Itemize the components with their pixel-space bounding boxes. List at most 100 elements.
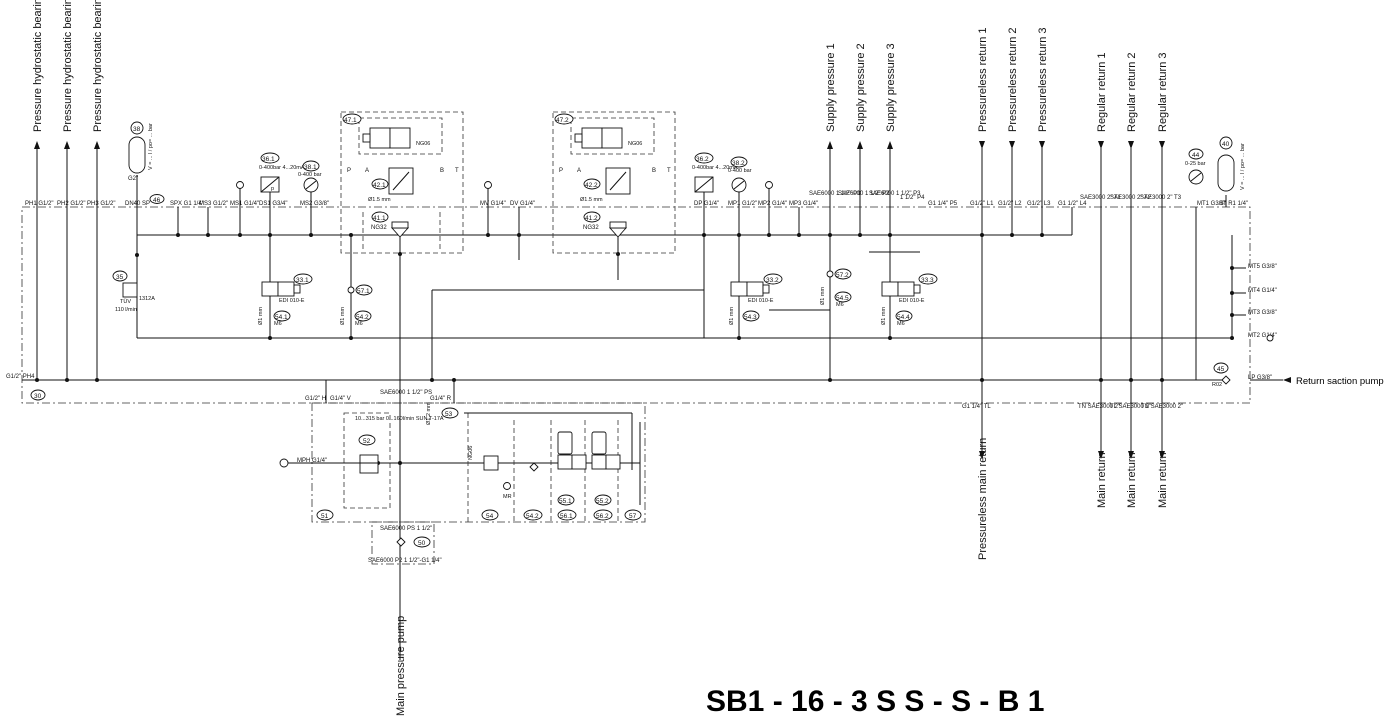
svg-text:54.2: 54.2 bbox=[356, 314, 369, 321]
svg-text:MT5 G3/8": MT5 G3/8" bbox=[1248, 264, 1277, 270]
accumulator-38: 38 V = ... l / po= ... bar G2" bbox=[128, 121, 154, 182]
svg-text:0-25 bar: 0-25 bar bbox=[1185, 161, 1206, 167]
svg-text:TN SAE3000 2": TN SAE3000 2" bbox=[1141, 404, 1183, 410]
relief-valve-35: 35 TÜV 110 l/min 1312A bbox=[112, 270, 155, 313]
svg-text:P: P bbox=[559, 168, 563, 174]
svg-text:MP3 G1/4": MP3 G1/4" bbox=[789, 201, 818, 207]
drawing-code: SB1 - 16 - 3 S S - S - B 1 bbox=[706, 685, 1044, 717]
svg-text:41.2: 41.2 bbox=[585, 215, 598, 222]
svg-text:B: B bbox=[440, 168, 444, 174]
svg-text:TÜV: TÜV bbox=[120, 298, 131, 305]
pressure-gauge-38-2: 38.2 0-400 bar bbox=[728, 156, 752, 193]
svg-text:54: 54 bbox=[486, 513, 494, 520]
svg-text:DV G1/4": DV G1/4" bbox=[510, 201, 535, 207]
svg-text:53: 53 bbox=[445, 411, 453, 418]
label-pressureless-main-return: Pressureless main return bbox=[977, 438, 989, 560]
orifice-54-3: 54.3 Ø1 mm bbox=[729, 307, 760, 325]
pressure-gauge-38-1: 38.1 0-400 bar bbox=[298, 160, 322, 193]
svg-text:G1/2" L2: G1/2" L2 bbox=[998, 201, 1022, 207]
bottom-return-lines: G1 1/4" TL TN SAE3000 2" TL SAE3000 2" T… bbox=[962, 403, 1183, 560]
svg-text:TL SAE3000 2": TL SAE3000 2" bbox=[1110, 404, 1151, 410]
svg-text:44: 44 bbox=[1192, 152, 1200, 159]
junction-dots bbox=[35, 233, 1234, 465]
svg-text:M6: M6 bbox=[274, 321, 282, 327]
svg-text:51: 51 bbox=[321, 513, 329, 520]
svg-text:56.1: 56.1 bbox=[560, 513, 573, 520]
port-ph4: G1/2" PH4 bbox=[6, 374, 35, 380]
svg-text:57: 57 bbox=[629, 513, 637, 520]
svg-text:38.2: 38.2 bbox=[732, 160, 745, 167]
svg-text:33.1: 33.1 bbox=[296, 277, 309, 284]
svg-text:SAE3000 2" T2: SAE3000 2" T2 bbox=[1110, 195, 1152, 201]
svg-text:DP G1/4": DP G1/4" bbox=[694, 201, 719, 207]
svg-text:NG06: NG06 bbox=[416, 141, 430, 147]
svg-text:EDI 010-E: EDI 010-E bbox=[899, 298, 925, 304]
svg-text:41.1: 41.1 bbox=[373, 215, 386, 222]
svg-text:LP G3/8": LP G3/8" bbox=[1248, 375, 1272, 381]
svg-text:SAE6000 1 1/2" PS: SAE6000 1 1/2" PS bbox=[380, 390, 432, 396]
check-valve-57-1: 57.1 bbox=[347, 284, 373, 296]
svg-text:36.2: 36.2 bbox=[696, 156, 709, 163]
svg-text:G1/4" R: G1/4" R bbox=[430, 396, 452, 402]
svg-text:EDI 010-E: EDI 010-E bbox=[279, 298, 305, 304]
svg-text:110 l/min: 110 l/min bbox=[115, 307, 137, 313]
svg-text:42.1: 42.1 bbox=[373, 182, 386, 189]
svg-text:V = ... l / po= ... bar: V = ... l / po= ... bar bbox=[148, 123, 154, 170]
svg-text:47.1: 47.1 bbox=[344, 117, 357, 124]
svg-text:Ø1.2 mm: Ø1.2 mm bbox=[426, 402, 432, 425]
svg-text:DS1 G3/4": DS1 G3/4" bbox=[259, 201, 287, 207]
svg-text:M6: M6 bbox=[836, 302, 844, 308]
svg-text:0-400bar 4...20mA: 0-400bar 4...20mA bbox=[259, 165, 305, 171]
svg-text:38: 38 bbox=[133, 126, 141, 133]
return-suction-pump: 45 R02 LP G3/8" Return saction pump bbox=[1212, 362, 1384, 388]
label-pressureless-return-2: Pressureless return 2 bbox=[1007, 27, 1019, 132]
top-connection-lines bbox=[34, 141, 1165, 410]
svg-text:MS1 G1/4": MS1 G1/4" bbox=[230, 201, 259, 207]
svg-text:Ø1 mm: Ø1 mm bbox=[820, 287, 826, 305]
svg-text:T: T bbox=[667, 168, 671, 174]
label-main-return-2: Main return bbox=[1126, 452, 1138, 508]
solenoid-valve-33-3: 33.3 EDI 010-E bbox=[881, 273, 938, 304]
label-main-pressure-pump: Main pressure pump bbox=[395, 616, 407, 716]
svg-text:M6: M6 bbox=[355, 321, 363, 327]
pressure-transmitter-36-1: 36.1 0-400bar 4...20mA p bbox=[259, 152, 305, 193]
svg-text:SAE6000 1 1/2" P1: SAE6000 1 1/2" P1 bbox=[809, 191, 861, 197]
svg-text:G1 1/2" L4: G1 1/2" L4 bbox=[1058, 201, 1087, 207]
svg-text:SAE3000 2" T1: SAE3000 2" T1 bbox=[1080, 195, 1122, 201]
label-pressure-hydrostatic-bearing-2: Pressure hydrostatic bearing 2 bbox=[62, 0, 74, 132]
svg-text:52: 52 bbox=[363, 438, 371, 445]
svg-text:42.2: 42.2 bbox=[585, 182, 598, 189]
svg-text:33.2: 33.2 bbox=[766, 277, 779, 284]
svg-text:56.2: 56.2 bbox=[596, 513, 609, 520]
svg-text:NG32: NG32 bbox=[583, 225, 599, 231]
svg-text:MT4 G1/4": MT4 G1/4" bbox=[1248, 288, 1277, 294]
tag-46: 46 bbox=[149, 194, 165, 204]
svg-text:T: T bbox=[455, 168, 459, 174]
svg-text:0-400 bar: 0-400 bar bbox=[728, 168, 752, 174]
svg-text:Ø1.5 mm: Ø1.5 mm bbox=[368, 197, 391, 203]
label-supply-pressure-1: Supply pressure 1 bbox=[825, 43, 837, 132]
label-main-return-1: Main return bbox=[1096, 452, 1108, 508]
label-return-saction-pump: Return saction pump bbox=[1296, 376, 1384, 387]
svg-text:A: A bbox=[577, 168, 581, 174]
svg-text:EDI 010-E: EDI 010-E bbox=[748, 298, 774, 304]
port-label-row: PH1 G1/2" PH2 G1/2" PH3 G1/2" DN40 SP SP… bbox=[25, 191, 1248, 207]
label-pressure-hydrostatic-bearing-3: Pressure hydrostatic bearing 3 bbox=[92, 0, 104, 132]
svg-text:G1 1/4" TL: G1 1/4" TL bbox=[962, 404, 991, 410]
pressure-transmitter-36-2: 36.2 0-400bar 4...20mA bbox=[692, 152, 738, 193]
svg-text:57.1: 57.1 bbox=[357, 288, 370, 295]
svg-text:SAE6000 PS 1 1/2": SAE6000 PS 1 1/2" bbox=[380, 526, 432, 532]
svg-text:45: 45 bbox=[1217, 366, 1225, 373]
svg-text:47.2: 47.2 bbox=[556, 117, 569, 124]
svg-text:0-400 bar: 0-400 bar bbox=[298, 172, 322, 178]
svg-text:54.5: 54.5 bbox=[836, 295, 849, 302]
svg-text:55.1: 55.1 bbox=[559, 498, 572, 505]
svg-text:MR: MR bbox=[503, 494, 512, 500]
svg-text:PH3 G1/2": PH3 G1/2" bbox=[87, 201, 115, 207]
orifice-54-4: 54.4 Ø1 mm M6 bbox=[881, 307, 913, 327]
svg-text:V = ... l / po= ... bar: V = ... l / po= ... bar bbox=[1240, 143, 1246, 190]
svg-text:B: B bbox=[652, 168, 656, 174]
svg-text:Ø1 mm: Ø1 mm bbox=[340, 307, 346, 325]
check-valve-57-2: 57.2 bbox=[826, 268, 852, 280]
svg-text:G1/2" L1: G1/2" L1 bbox=[970, 201, 994, 207]
